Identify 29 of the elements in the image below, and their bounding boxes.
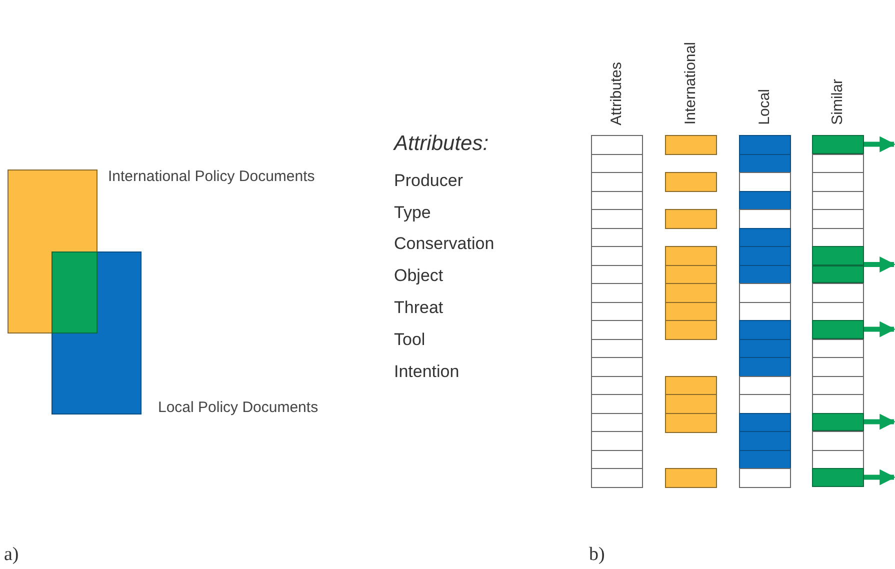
overlap-area xyxy=(52,252,98,334)
local-documents-area xyxy=(52,252,142,414)
list-heading: Attributes: xyxy=(394,132,489,156)
arrow xyxy=(864,321,895,338)
arrow xyxy=(864,414,895,430)
column-header: International xyxy=(682,42,700,125)
node-caption: Local Policy Documents xyxy=(158,399,318,416)
highlighted-cell xyxy=(812,135,864,154)
arrow xyxy=(864,256,895,272)
column-header: Local xyxy=(756,89,774,125)
column-header: Attributes xyxy=(608,62,626,126)
attribute-name: Type xyxy=(394,203,431,223)
attribute-name: Object xyxy=(394,266,444,286)
panel-label: a) xyxy=(4,544,19,566)
highlighted-cell xyxy=(812,320,864,338)
attribute-name: Threat xyxy=(394,298,444,318)
highlighted-cell xyxy=(812,468,864,486)
attribute-name: Intention xyxy=(394,362,460,382)
highlighted-cell xyxy=(812,412,864,431)
attribute-name: Conservation xyxy=(394,234,494,254)
node-caption: International Policy Documents xyxy=(108,168,315,185)
arrow xyxy=(864,469,895,486)
highlighted-cell xyxy=(812,246,864,283)
attribute-name: Tool xyxy=(394,330,426,350)
panel-label: b) xyxy=(589,544,605,566)
arrow xyxy=(864,136,895,152)
column-header: Similar xyxy=(829,79,846,125)
attribute-name: Producer xyxy=(394,171,463,191)
international-documents-area xyxy=(8,170,98,334)
